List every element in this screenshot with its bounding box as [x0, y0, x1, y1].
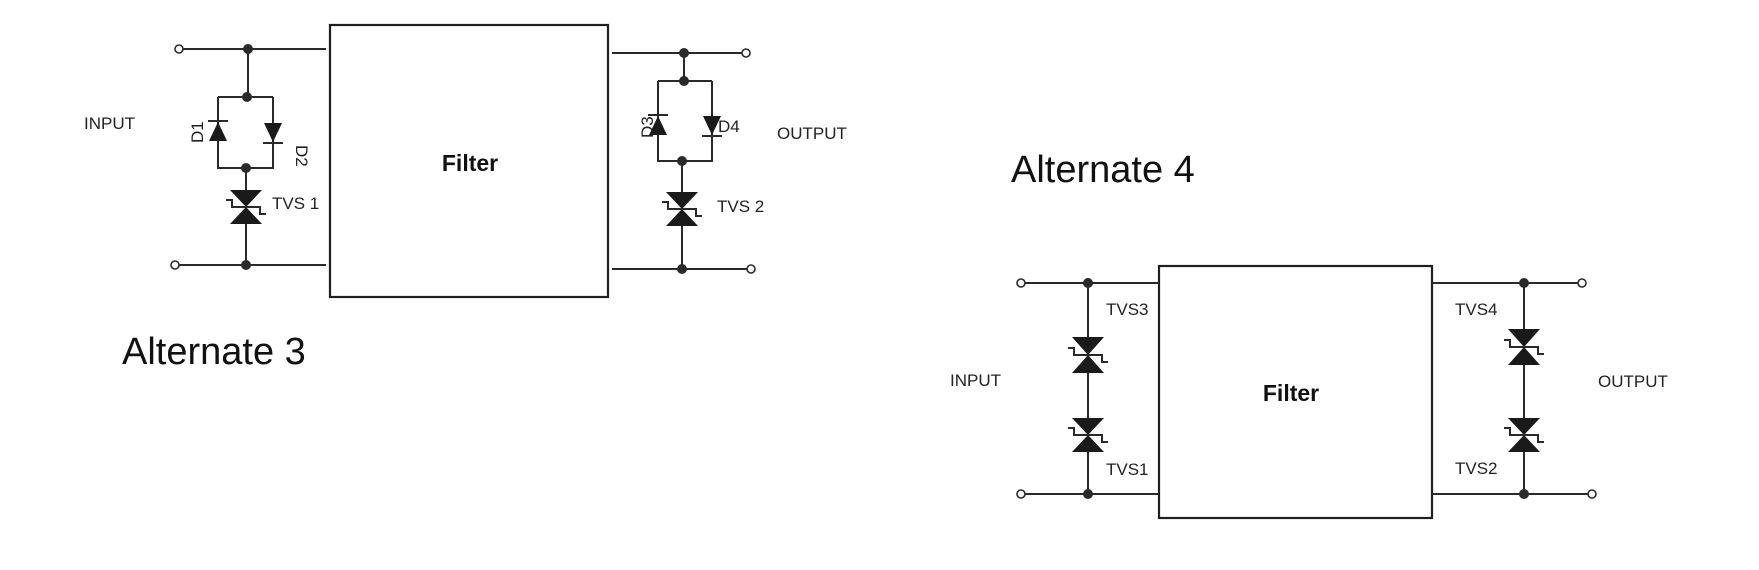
input-top-terminal [174, 44, 184, 54]
junction-dot [241, 163, 251, 173]
output-bottom-terminal [746, 264, 756, 274]
output-label: OUTPUT [1598, 372, 1668, 391]
input-label: INPUT [84, 114, 135, 133]
diode-d1-label: D1 [188, 121, 207, 143]
junction-dot [679, 76, 689, 86]
input-diode-bridge-wires [217, 96, 274, 169]
input-top-terminal [1016, 278, 1026, 288]
alternate-4-caption: Alternate 4 [1011, 149, 1195, 191]
diode-d2 [263, 123, 283, 144]
alternate-3-diagram: Filter D1 D2 TVS 1 [84, 23, 847, 373]
output-label: OUTPUT [777, 124, 847, 143]
junction-dot [677, 264, 687, 274]
input-bottom-terminal [1016, 489, 1026, 499]
diode-d4-label: D4 [718, 117, 740, 136]
filter-block [1157, 264, 1434, 520]
tvs2-symbol [1504, 418, 1544, 452]
tvs4-symbol [1504, 329, 1544, 365]
tvs1-label: TVS1 [1106, 460, 1149, 479]
filter-block [328, 23, 610, 299]
junction-dot [679, 48, 689, 58]
tvs3-label: TVS3 [1106, 300, 1149, 319]
junction-dot [1519, 278, 1529, 288]
alternate-4-diagram: Alternate 4 Filter TVS3 TVS1 INPUT [950, 149, 1668, 520]
output-diode-bridge-wires [657, 80, 713, 162]
output-top-terminal [1577, 278, 1587, 288]
diode-d4 [702, 116, 722, 137]
input-bottom-terminal [170, 260, 180, 270]
input-label: INPUT [950, 371, 1001, 390]
junction-dot [243, 44, 253, 54]
tvs3-symbol [1068, 337, 1108, 373]
alternate-3-caption: Alternate 3 [122, 331, 306, 373]
tvs2-symbol [662, 192, 702, 226]
junction-dot [241, 260, 251, 270]
diode-d1 [208, 120, 228, 141]
junction-dot [1083, 278, 1093, 288]
filter-label: Filter [442, 150, 498, 176]
junction-dot [242, 92, 252, 102]
tvs1-label: TVS 1 [272, 194, 319, 213]
diode-d3-label: D3 [638, 116, 657, 138]
tvs2-label: TVS2 [1455, 459, 1498, 478]
output-top-terminal [741, 48, 751, 58]
junction-dot [1083, 489, 1093, 499]
output-bottom-terminal [1587, 489, 1597, 499]
junction-dot [1519, 489, 1529, 499]
tvs2-label: TVS 2 [717, 197, 764, 216]
junction-dot [677, 156, 687, 166]
tvs4-label: TVS4 [1455, 300, 1498, 319]
filter-label: Filter [1263, 380, 1319, 406]
diode-d2-label: D2 [292, 145, 311, 167]
diode-d3 [648, 114, 668, 135]
tvs1-symbol [226, 190, 266, 224]
tvs1-symbol [1068, 418, 1108, 452]
